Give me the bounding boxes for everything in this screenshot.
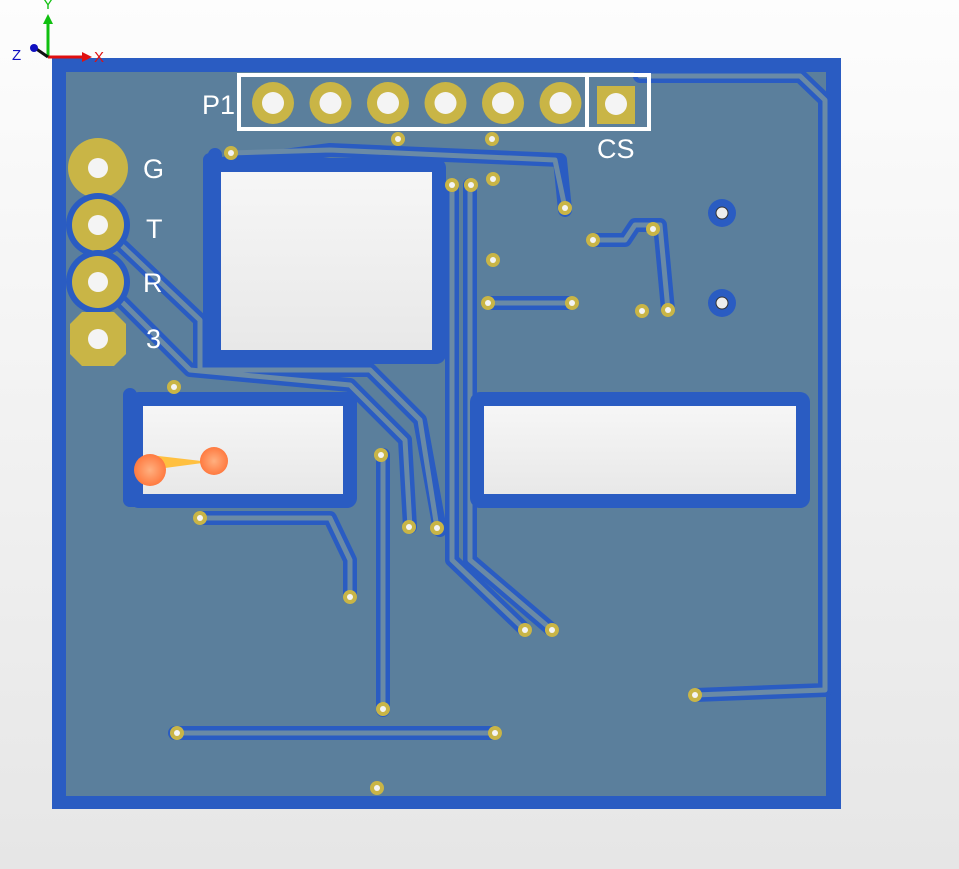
pin-label-r: R <box>143 268 163 298</box>
mounting-holes <box>708 199 736 317</box>
vias <box>167 132 702 795</box>
cs-label: CS <box>597 134 635 164</box>
z-axis-label: Z <box>12 47 21 64</box>
side-header[interactable] <box>66 138 130 366</box>
connector-p1[interactable] <box>237 73 651 131</box>
pin-label-g: G <box>143 154 164 184</box>
selection-highlight-marker <box>134 447 228 486</box>
p1-label: P1 <box>202 90 235 120</box>
axis-triad: X Y Z <box>12 0 104 66</box>
pin-label-3: 3 <box>146 324 161 354</box>
board-cutouts <box>129 158 810 508</box>
pin-label-t: T <box>146 214 163 244</box>
x-axis-label: X <box>94 49 104 66</box>
y-axis-label: Y <box>43 0 53 13</box>
